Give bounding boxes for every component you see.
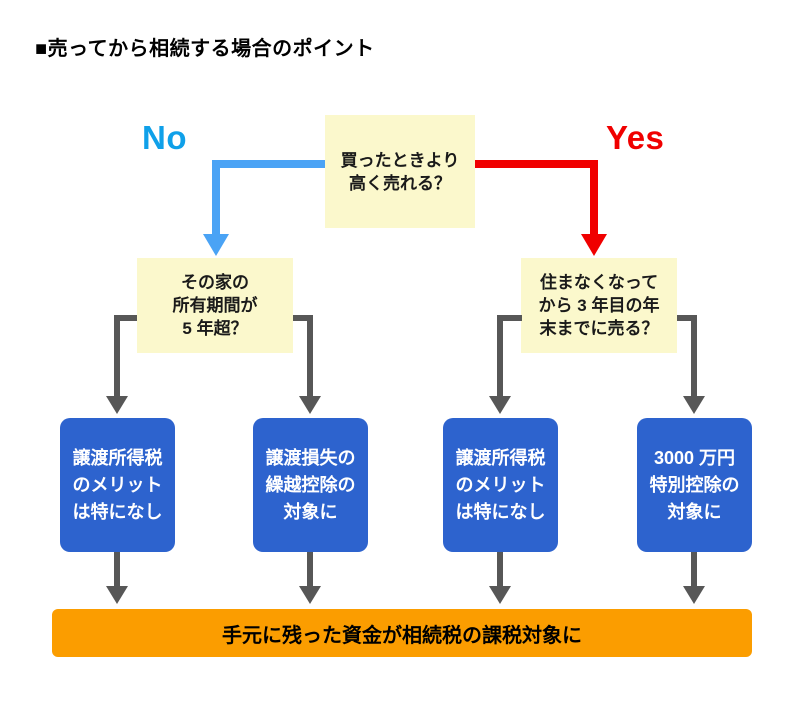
arrow-down-icon [683, 396, 705, 414]
question-line: 住まなくなって [539, 273, 659, 292]
outcome-line: のメリット [455, 474, 546, 495]
arrow-down-icon [299, 396, 321, 414]
outcome-line: は特になし [455, 501, 546, 522]
outcome-line: 譲渡所得税 [72, 447, 163, 468]
no-arrow-down-icon [203, 234, 229, 256]
branch-line [114, 552, 120, 588]
no-connector-vertical [212, 160, 220, 236]
question-line: 5 年超？ [182, 319, 248, 338]
yes-connector-horizontal [475, 160, 598, 168]
outcome-line: は特になし [72, 501, 163, 522]
outcome-line: 繰越控除の [265, 474, 356, 495]
branch-line [114, 315, 120, 398]
branch-line [677, 315, 697, 321]
outcome-line: 特別控除の [649, 474, 740, 495]
outcome-line: 譲渡所得税 [455, 447, 546, 468]
question-line: 所有期間が [172, 296, 258, 315]
no-question-box: その家の 所有期間が 5 年超？ [137, 258, 293, 353]
root-question-box: 買ったときより 高く売れる？ [325, 115, 475, 228]
branch-line [114, 315, 137, 321]
branch-line [307, 552, 313, 588]
outcome-line: 3000 万円 [653, 447, 736, 468]
page-title: ■売ってから相続する場合のポイント [35, 38, 375, 60]
outcome-line: 対象に [283, 501, 338, 522]
branch-line [497, 315, 503, 398]
footer-result-bar: 手元に残った資金が相続税の課税対象に [52, 609, 752, 657]
outcome-line: 譲渡損失の [265, 447, 356, 468]
footer-text: 手元に残った資金が相続税の課税対象に [222, 624, 582, 647]
arrow-down-icon [683, 586, 705, 604]
arrow-down-icon [489, 396, 511, 414]
no-branch-label: No [142, 119, 187, 156]
branch-line [293, 315, 313, 321]
question-line: 買ったときより [340, 150, 460, 170]
branch-line [307, 315, 313, 398]
outcome-box-yes-right: 3000 万円 特別控除の 対象に [637, 418, 752, 552]
arrow-down-icon [106, 586, 128, 604]
outcome-box-no-left: 譲渡所得税 のメリット は特になし [60, 418, 175, 552]
yes-question-box: 住まなくなって から 3 年目の年 末までに売る？ [521, 258, 677, 353]
no-connector-horizontal [212, 160, 325, 168]
outcome-box-yes-left: 譲渡所得税 のメリット は特になし [443, 418, 558, 552]
yes-arrow-down-icon [581, 234, 607, 256]
outcome-line: のメリット [72, 474, 163, 495]
yes-branch-label: Yes [606, 119, 665, 156]
question-line: から 3 年目の年 [538, 296, 660, 315]
arrow-down-icon [106, 396, 128, 414]
question-line: 末までに売る？ [539, 319, 659, 338]
arrow-down-icon [489, 586, 511, 604]
branch-line [497, 552, 503, 588]
branch-line [497, 315, 522, 321]
outcome-line: 対象に [667, 501, 722, 522]
branch-line [691, 315, 697, 398]
question-line: その家の [181, 273, 249, 292]
branch-line [691, 552, 697, 588]
yes-connector-vertical [590, 160, 598, 236]
outcome-box-no-right: 譲渡損失の 繰越控除の 対象に [253, 418, 368, 552]
question-line: 高く売れる？ [349, 173, 451, 193]
arrow-down-icon [299, 586, 321, 604]
